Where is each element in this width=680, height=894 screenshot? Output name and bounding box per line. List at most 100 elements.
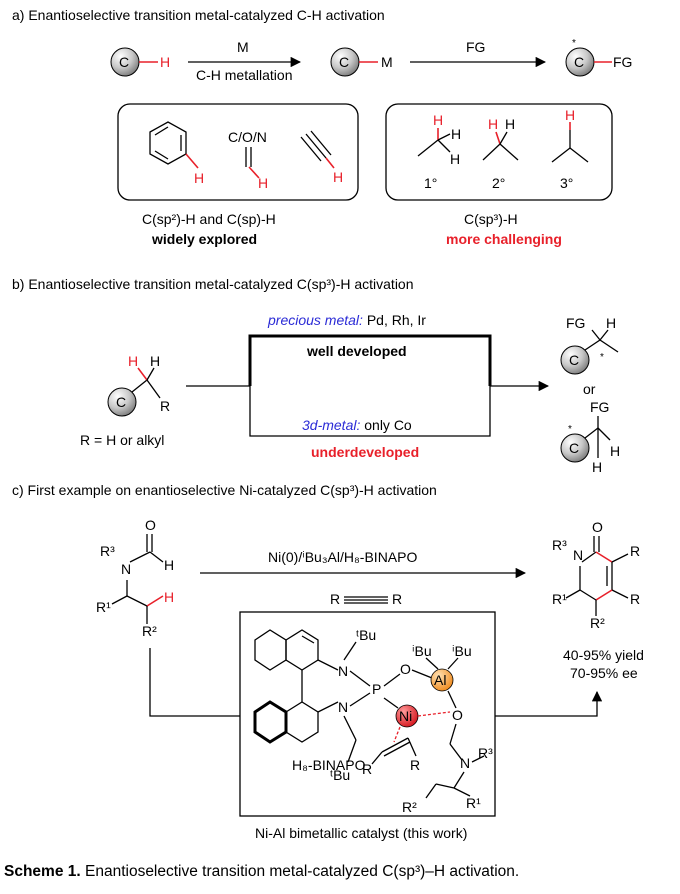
ni-center: Ni R R (362, 697, 451, 777)
svg-text:R²: R² (590, 615, 605, 631)
svg-text:R²: R² (142, 623, 157, 639)
svg-text:R¹: R¹ (466, 795, 481, 811)
atom-c: C (119, 54, 129, 70)
cat-p: P (372, 681, 381, 697)
arrow1-top: M (237, 39, 249, 55)
arrow2-top: FG (466, 39, 485, 55)
svg-text:R³: R³ (478, 745, 493, 761)
or-label: or (583, 381, 596, 397)
svg-text:C: C (574, 54, 584, 70)
path-3d (249, 386, 491, 437)
svg-text:ᵗBu: ᵗBu (356, 627, 376, 643)
box-sp3 (385, 103, 613, 201)
alkyne-structure: H (300, 130, 343, 185)
label-tertiary: 3° (560, 175, 573, 191)
svg-text:ᵗBu: ᵗBu (330, 767, 350, 783)
product-cfg: C * FG (565, 38, 632, 77)
right-status: more challenging (446, 231, 562, 247)
svg-text:R: R (630, 543, 640, 559)
ligand-name: H₈-BINAPO (292, 757, 366, 773)
svg-text:H: H (606, 315, 616, 331)
svg-text:FG: FG (566, 315, 585, 331)
methyl-structure: H H H 1° (417, 112, 461, 191)
product-yield: 40-95% yield (563, 647, 644, 663)
cat-ni: Ni (399, 708, 412, 724)
svg-text:R¹: R¹ (96, 599, 111, 615)
svg-text:H: H (194, 170, 204, 186)
svg-text:H: H (565, 107, 575, 123)
svg-text:C: C (569, 352, 579, 368)
binapo-ligand: H₈-BINAPO N N P ᵗBu ᵗBu O (253, 627, 433, 783)
svg-text:O: O (145, 517, 156, 533)
svg-text:H: H (258, 175, 268, 191)
bound-substrate: N R³ R¹ R² (402, 723, 493, 815)
svg-text:*: * (568, 424, 572, 435)
substrate-r: R (160, 398, 170, 414)
svg-text:N: N (338, 663, 348, 679)
catalyst-caption: Ni-Al bimetallic catalyst (this work) (255, 825, 467, 841)
svg-text:R¹: R¹ (552, 591, 567, 607)
substrate-b: C H H R (107, 353, 170, 417)
svg-text:N: N (121, 561, 131, 577)
heteroatoms-label: C/O/N (228, 129, 267, 145)
product-b1: C * FG H (560, 315, 619, 375)
r-definition: R = H or alkyl (80, 432, 164, 448)
arrow1-bottom: C-H metallation (196, 67, 292, 83)
svg-text:H: H (592, 459, 602, 475)
right-caption: C(sp³)-H (464, 211, 518, 227)
section-a-title: a) Enantioselective transition metal-cat… (12, 7, 385, 23)
atom-h: H (160, 54, 170, 70)
secondary-structure: H H 2° (482, 116, 519, 191)
alkyne-reagent: R R (330, 591, 402, 607)
svg-text:H: H (433, 112, 443, 128)
svg-text:O: O (452, 707, 463, 723)
svg-text:C: C (339, 54, 349, 70)
substrate-c: O H N R³ R¹ H R² (96, 517, 174, 639)
precious-status: well developed (306, 343, 407, 359)
left-status: widely explored (151, 231, 257, 247)
svg-text:H: H (150, 353, 160, 369)
svg-text:H: H (164, 589, 174, 605)
svg-text:ⁱBu: ⁱBu (412, 643, 432, 659)
benzene-structure: H (149, 121, 204, 186)
svg-text:H: H (451, 126, 461, 142)
svg-text:FG: FG (590, 399, 609, 415)
svg-text:C: C (569, 440, 579, 456)
cat-al: Al (434, 672, 446, 688)
threed-line: 3d-metal: only Co (302, 417, 412, 433)
conditions-top: Ni(0)/ⁱBu₃Al/H₈-BINAPO (268, 549, 417, 565)
label-secondary: 2° (492, 175, 505, 191)
box-sp2-sp (117, 103, 359, 201)
svg-text:N: N (460, 755, 470, 771)
svg-text:R: R (410, 757, 420, 773)
section-c-title: c) First example on enantioselective Ni-… (12, 482, 437, 498)
label-primary: 1° (424, 175, 437, 191)
section-b-title: b) Enantioselective transition metal-cat… (12, 276, 414, 292)
svg-text:O: O (400, 661, 411, 677)
svg-text:R³: R³ (100, 543, 115, 559)
intermediate-cm: C M (330, 47, 393, 77)
reactant-ch: C H (110, 47, 170, 77)
svg-text:H: H (450, 151, 460, 167)
svg-text:C: C (116, 394, 126, 410)
connector-substrate (149, 648, 240, 717)
svg-text:H: H (128, 353, 138, 369)
svg-text:ⁱBu: ⁱBu (452, 643, 472, 659)
svg-text:R²: R² (402, 799, 417, 815)
product-c: O N R³ R R R¹ R² (552, 519, 640, 631)
threed-status: underdeveloped (311, 444, 419, 460)
product-ee: 70-95% ee (570, 665, 638, 681)
stereo-star: * (572, 38, 576, 49)
svg-text:N: N (338, 699, 348, 715)
path-precious (248, 334, 492, 386)
svg-text:R: R (392, 591, 402, 607)
product-fg: FG (613, 54, 632, 70)
svg-text:H: H (164, 557, 174, 573)
svg-text:N: N (573, 547, 583, 563)
svg-text:H: H (333, 169, 343, 185)
al-center: Al ⁱBu ⁱBu O (412, 643, 472, 723)
svg-text:H: H (505, 116, 515, 132)
scheme-caption: Scheme 1. Enantioselective transition me… (4, 863, 519, 880)
